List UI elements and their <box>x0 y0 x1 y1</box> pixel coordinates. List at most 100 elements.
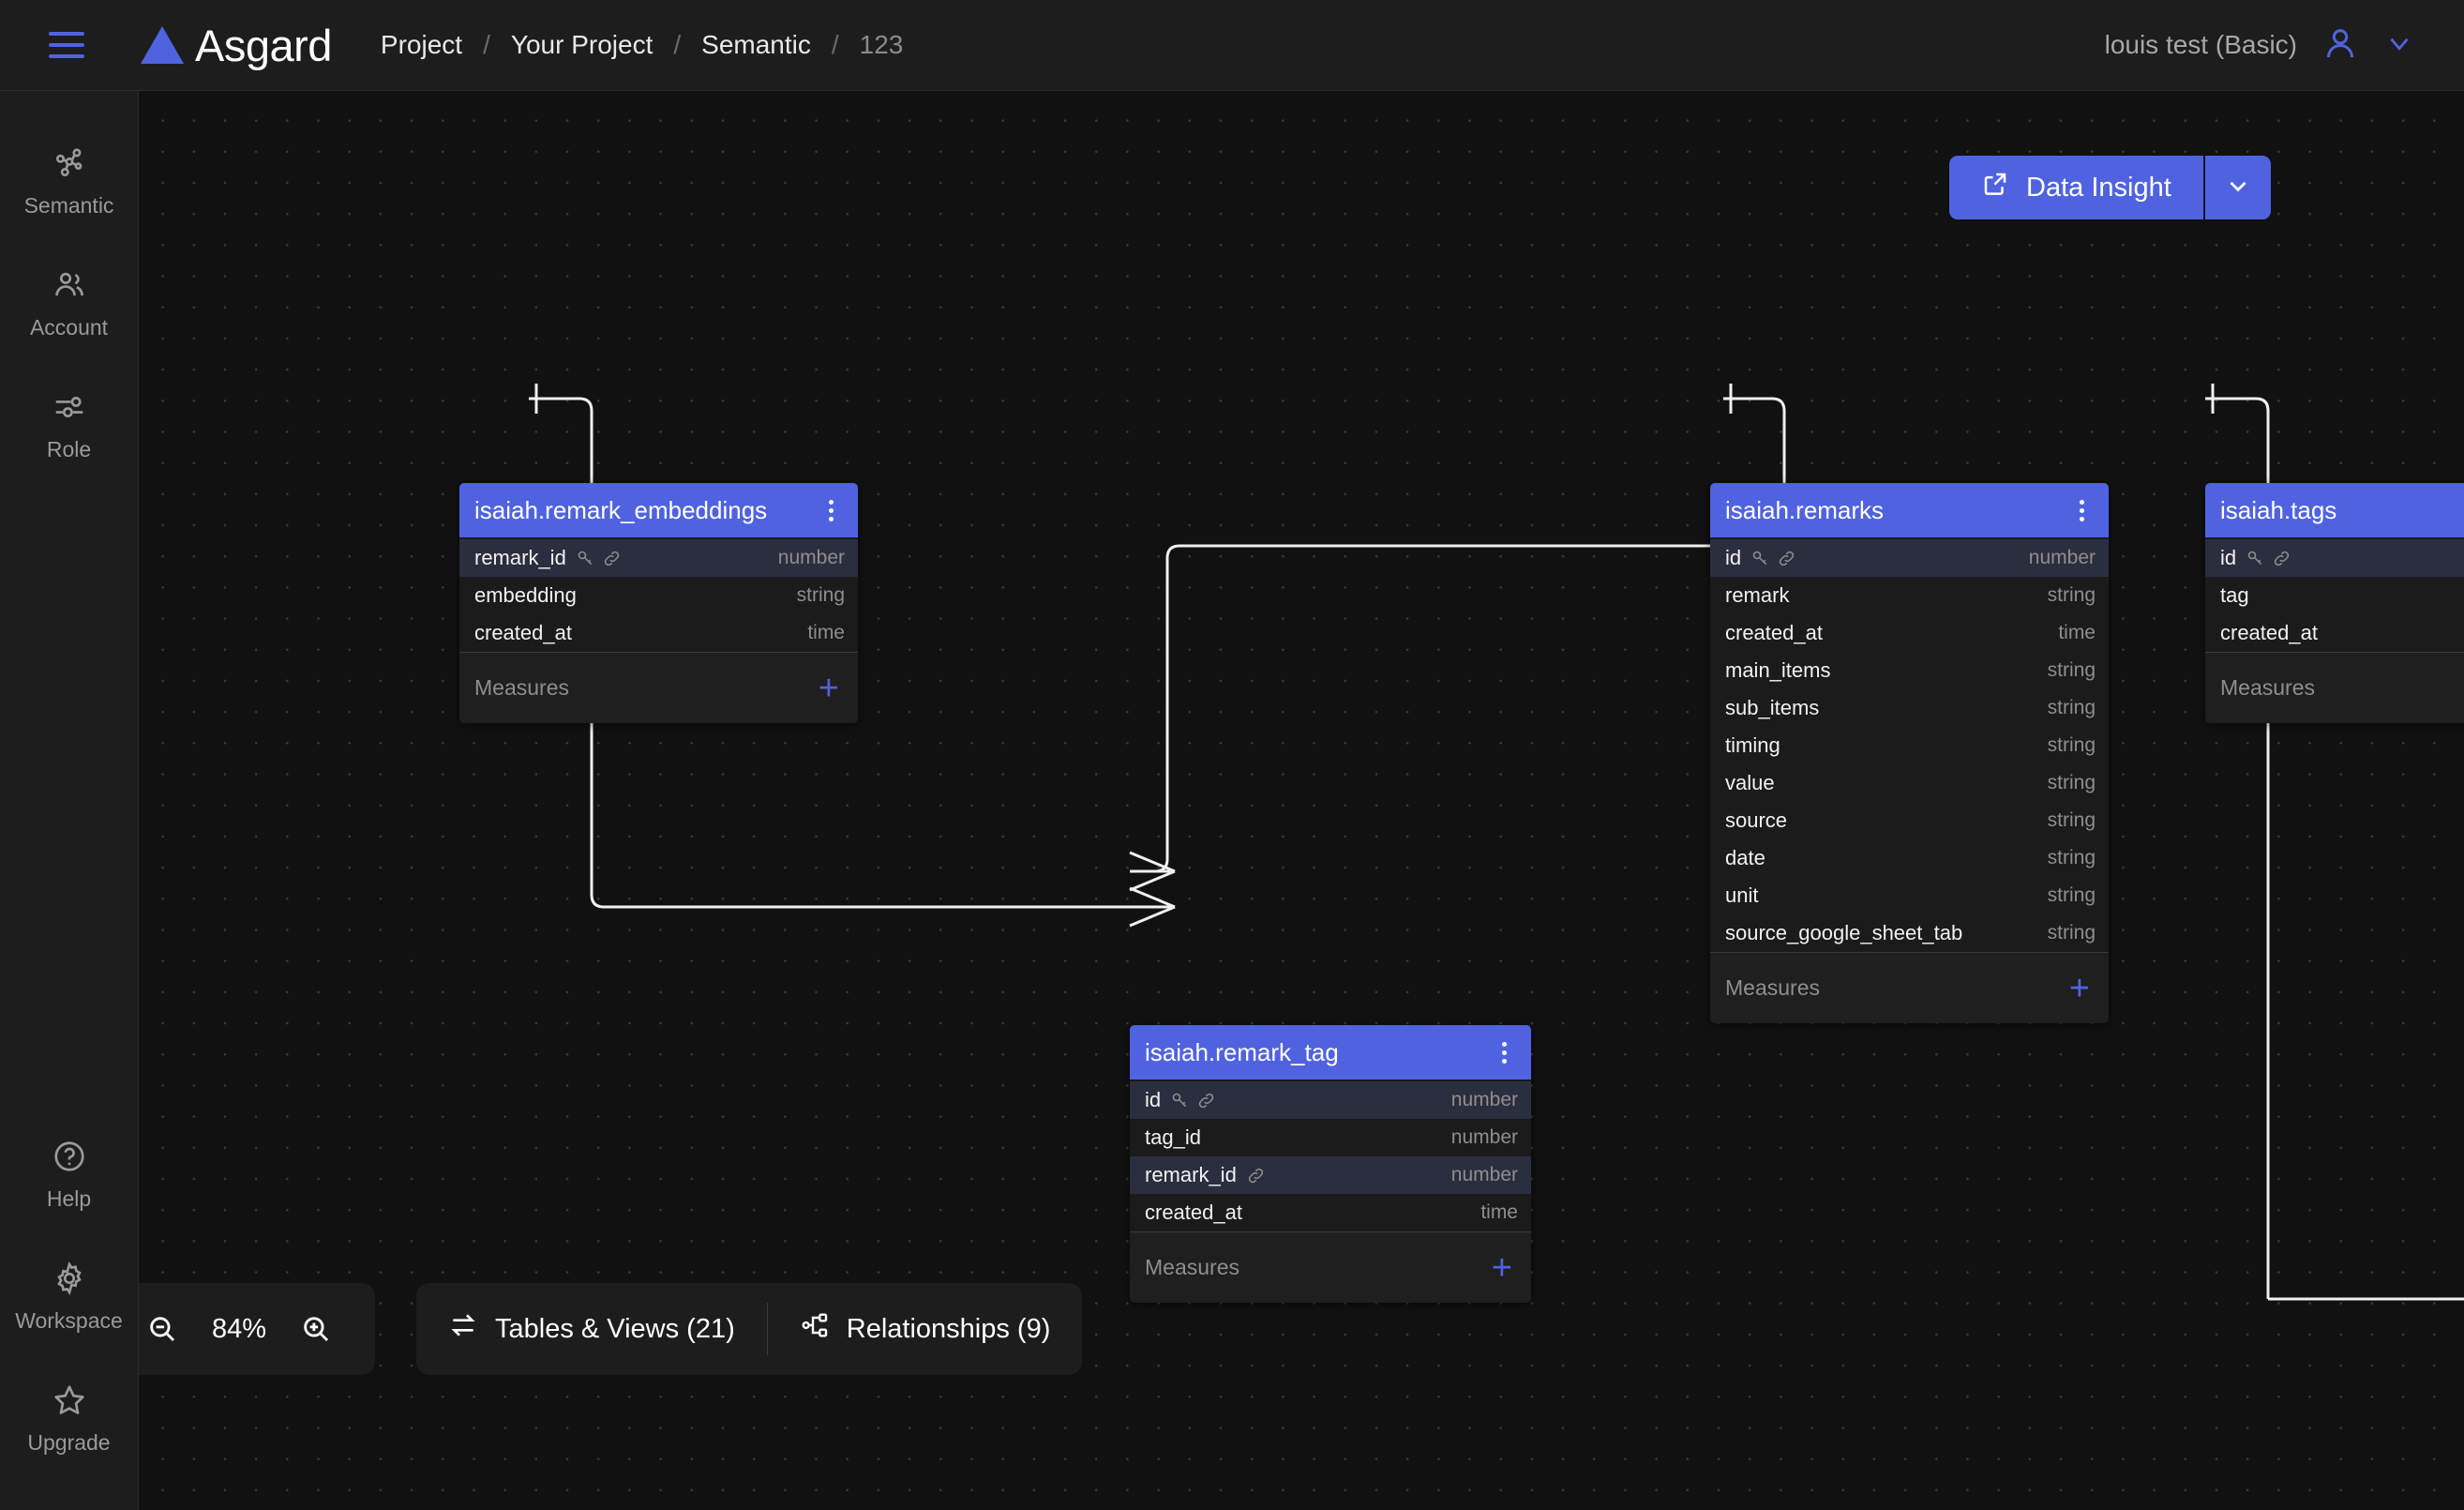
column-icons <box>576 549 622 568</box>
node-header[interactable]: isaiah.tags <box>2205 483 2464 537</box>
measures-label: Measures <box>2220 675 2315 700</box>
user-avatar-icon[interactable] <box>2321 24 2359 67</box>
node-header[interactable]: isaiah.remark_tag <box>1130 1025 1531 1080</box>
column-name: id <box>1725 546 1742 569</box>
breadcrumb-item-semantic[interactable]: Semantic <box>701 30 811 59</box>
tables-relationships-toolbar: Tables & Views (21) Relationships (9) <box>416 1283 1083 1375</box>
logo-text: Asgard <box>195 20 332 70</box>
column-name: id <box>1145 1088 1162 1111</box>
table-row[interactable]: tag <box>2205 577 2464 614</box>
column-type: string <box>2047 884 2096 906</box>
add-measure-icon[interactable]: + <box>2068 968 2090 1008</box>
sidebar-item-upgrade[interactable]: Upgrade <box>0 1369 139 1469</box>
add-measure-icon[interactable]: + <box>818 668 839 708</box>
sidebar-item-account[interactable]: Account <box>0 254 139 354</box>
sliders-icon <box>52 389 87 430</box>
edge-remarks-to-remark-tag <box>1130 397 1786 873</box>
hamburger-bar <box>49 54 84 58</box>
sidebar-label-role: Role <box>46 437 92 461</box>
measures-section: Measures + <box>1130 1231 1531 1303</box>
table-row[interactable]: remark_id number <box>1130 1156 1531 1194</box>
data-insight-button[interactable]: Data Insight <box>1949 156 2203 219</box>
column-name: created_at <box>2220 621 2318 644</box>
er-node-remark-tag[interactable]: isaiah.remark_tag id number tag_id numbe… <box>1130 1025 1531 1303</box>
column-type: time <box>807 622 845 643</box>
add-measure-icon[interactable]: + <box>1491 1247 1512 1288</box>
data-insight-button-group: Data Insight <box>1949 156 2271 219</box>
measures-label: Measures <box>1145 1255 1240 1279</box>
column-type: number <box>777 547 845 568</box>
column-type: number <box>1450 1089 1518 1110</box>
kebab-menu-icon[interactable] <box>2072 496 2092 525</box>
er-node-remark-embeddings[interactable]: isaiah.remark_embeddings remark_id numbe… <box>459 483 858 723</box>
key-icon <box>578 551 592 565</box>
column-icons <box>2246 549 2291 568</box>
er-node-tags[interactable]: isaiah.tags id number tag created_at <box>2205 483 2464 723</box>
column-type: number <box>1450 1164 1518 1185</box>
er-diagram-canvas[interactable]: isaiah.remark_embeddings remark_id numbe… <box>139 91 2464 1510</box>
node-header[interactable]: isaiah.remark_embeddings <box>459 483 858 537</box>
column-name: remark_id <box>1145 1163 1237 1186</box>
hamburger-icon[interactable] <box>49 32 84 58</box>
data-insight-dropdown-button[interactable] <box>2202 156 2271 219</box>
breadcrumb-item-123[interactable]: 123 <box>859 30 904 59</box>
crowsfoot-marker <box>1129 851 1176 892</box>
question-circle-icon <box>52 1139 87 1179</box>
column-name: remark_id <box>474 546 566 569</box>
table-row[interactable]: created_at <box>2205 614 2464 652</box>
column-icons <box>1750 549 1796 568</box>
table-row[interactable]: tag_id number <box>1130 1119 1531 1156</box>
table-row[interactable]: id number <box>2205 539 2464 577</box>
breadcrumb-item-your-project[interactable]: Your Project <box>510 30 654 59</box>
column-name: created_at <box>1725 621 1823 644</box>
zoom-level-label: 84% <box>211 1313 267 1344</box>
key-icon <box>2247 551 2262 565</box>
column-name: date <box>1725 846 1765 869</box>
tables-views-button[interactable]: Tables & Views (21) <box>416 1303 767 1355</box>
table-row[interactable]: remark_id number <box>459 539 858 577</box>
node-columns: id number tag_id number remark_id number <box>1130 1080 1531 1231</box>
sidebar-label-upgrade: Upgrade <box>27 1430 111 1455</box>
column-name: created_at <box>474 621 572 644</box>
star-icon <box>52 1382 87 1423</box>
table-row[interactable]: id number <box>1710 539 2109 577</box>
sidebar-item-help[interactable]: Help <box>0 1125 139 1225</box>
column-name: unit <box>1725 883 1759 907</box>
sidebar-item-semantic[interactable]: Semantic <box>0 132 139 232</box>
app-logo[interactable]: Asgard <box>141 20 332 71</box>
table-row[interactable]: created_at time <box>459 614 858 652</box>
table-row[interactable]: embedding string <box>459 577 858 614</box>
table-row[interactable]: id number <box>1130 1081 1531 1119</box>
breadcrumb-item-project[interactable]: Project <box>380 30 463 59</box>
relationships-button[interactable]: Relationships (9) <box>768 1303 1083 1355</box>
kebab-menu-icon[interactable] <box>1495 1038 1514 1067</box>
sidebar-label-workspace: Workspace <box>15 1308 123 1333</box>
zoom-out-icon[interactable] <box>146 1313 178 1345</box>
column-name: value <box>1725 771 1775 794</box>
zoom-in-icon[interactable] <box>300 1313 332 1345</box>
table-row[interactable]: unit string <box>1710 877 2109 914</box>
sidebar-item-role[interactable]: Role <box>0 376 139 476</box>
chevron-down-icon[interactable] <box>2383 27 2415 64</box>
sidebar-item-workspace[interactable]: Workspace <box>0 1247 139 1347</box>
column-name: timing <box>1725 733 1780 757</box>
chevron-down-icon <box>2224 172 2252 204</box>
topbar-right: louis test (Basic) <box>2105 24 2415 67</box>
breadcrumb-separator: / <box>831 30 839 59</box>
node-header[interactable]: isaiah.remarks <box>1710 483 2109 537</box>
kebab-menu-icon[interactable] <box>821 496 841 525</box>
relationships-label: Relationships (9) <box>846 1313 1051 1344</box>
table-row[interactable]: created_at time <box>1130 1194 1531 1231</box>
breadcrumb-separator: / <box>483 30 490 59</box>
